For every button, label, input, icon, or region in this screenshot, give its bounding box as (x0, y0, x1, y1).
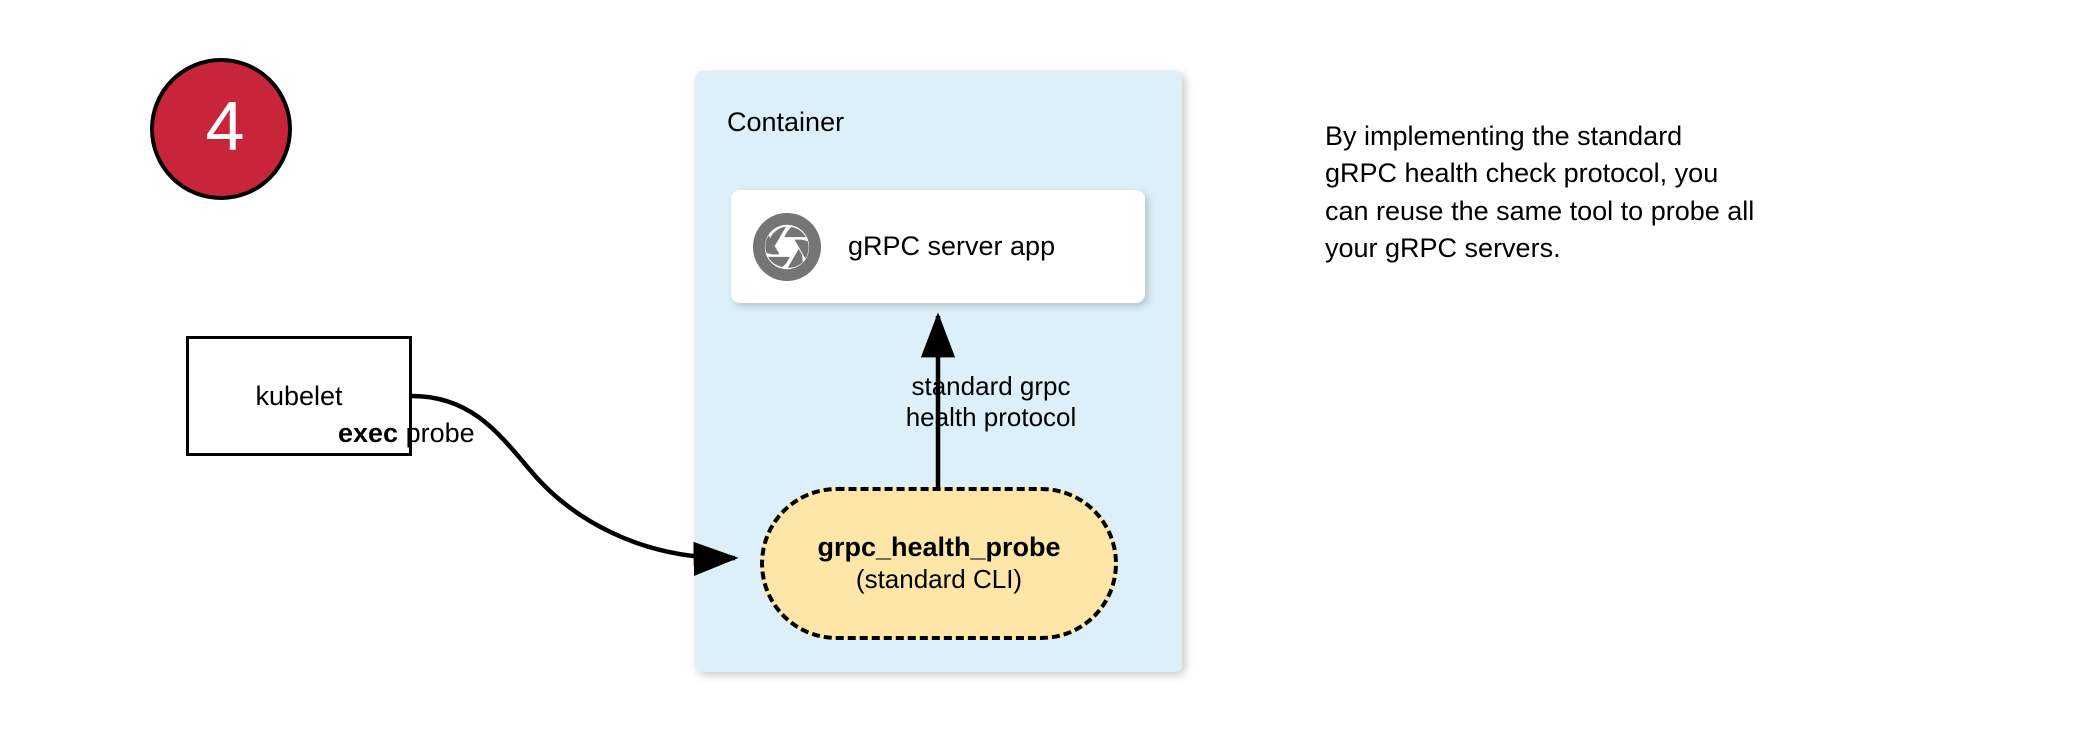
exec-probe-edge-label-rest: probe (398, 418, 475, 448)
exec-probe-edge-label: exec probe (338, 420, 475, 447)
container-title: Container (727, 107, 845, 137)
kubelet-node-label: kubelet (255, 380, 343, 411)
aperture-icon (752, 212, 822, 281)
container-panel: Container gRPC server app standard grpc … (695, 71, 1182, 672)
grpc-server-app-node: gRPC server app (731, 190, 1145, 303)
grpc-health-probe-node: grpc_health_probe (standard CLI) (760, 487, 1118, 640)
annotation-text: By implementing the standard gRPC health… (1325, 121, 1755, 263)
step-number-badge: 4 (150, 58, 292, 200)
grpc-health-probe-title: grpc_health_probe (817, 532, 1061, 563)
protocol-edge-label: standard grpc health protocol (905, 371, 1077, 432)
grpc-server-app-label: gRPC server app (848, 231, 1056, 261)
kubelet-node: kubelet (186, 336, 412, 456)
exec-probe-edge-label-bold: exec (338, 418, 399, 448)
step-number-label: 4 (205, 87, 245, 165)
grpc-health-probe-subtitle: (standard CLI) (855, 564, 1023, 595)
